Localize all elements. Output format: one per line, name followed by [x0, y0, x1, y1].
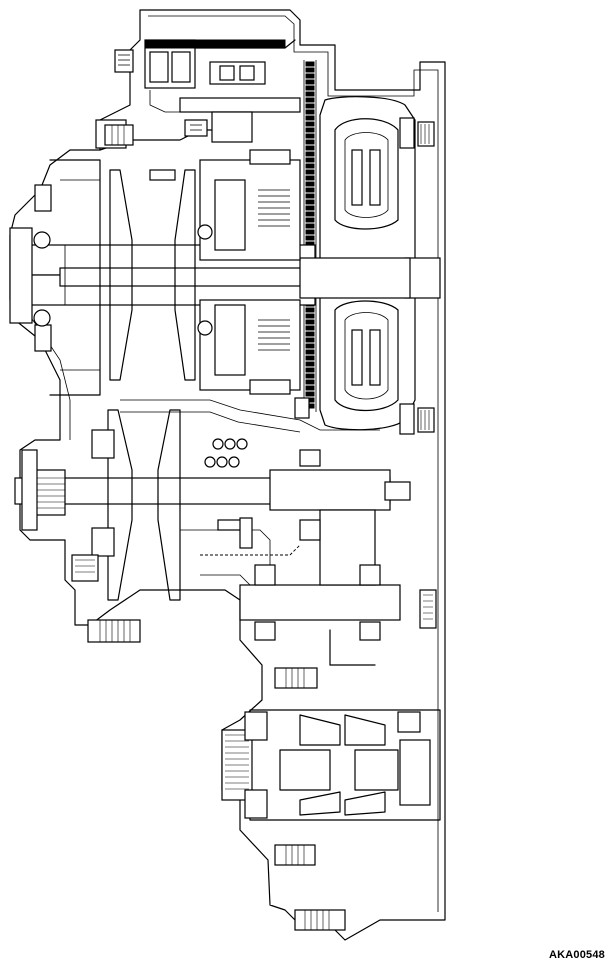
- forward-clutch-assembly: [197, 149, 301, 395]
- drive-chain: [303, 60, 317, 412]
- figure-code: AKA00548: [548, 949, 605, 961]
- secondary-shaft: [14, 449, 411, 531]
- secondary-pulley: [71, 409, 181, 601]
- housing-bolts: [87, 124, 346, 931]
- reduction-gear: [239, 509, 437, 666]
- solenoid-connector-block: [114, 39, 296, 113]
- valve-body-top: [179, 61, 301, 143]
- hydraulic-lines: [120, 399, 380, 586]
- differential-assembly: [221, 709, 441, 821]
- misc-fittings: [217, 397, 321, 549]
